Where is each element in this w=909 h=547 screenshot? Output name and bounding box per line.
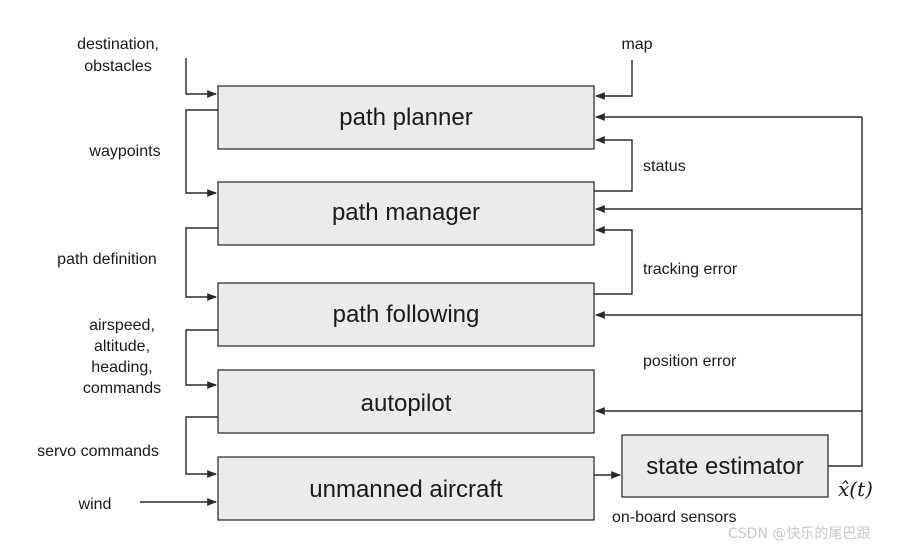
state-estimator-block: state estimator bbox=[621, 434, 829, 498]
waypoints-arrow bbox=[185, 109, 218, 197]
path-planner-block: path planner bbox=[217, 85, 595, 150]
autopilot-block: autopilot bbox=[217, 369, 595, 434]
path-following-label: path following bbox=[333, 301, 480, 328]
path-manager-block: path manager bbox=[217, 181, 595, 246]
map-label: map bbox=[621, 36, 652, 53]
destination-label-line2: obstacles bbox=[84, 58, 152, 75]
onboard-sensors-label: on-board sensors bbox=[612, 509, 737, 526]
tracking-error-arrow bbox=[594, 226, 633, 295]
status-arrow bbox=[594, 136, 633, 192]
position-error-label: position error bbox=[643, 353, 737, 370]
commands-label-line4: commands bbox=[83, 380, 161, 397]
wind-label: wind bbox=[78, 496, 112, 513]
tracking-error-label: tracking error bbox=[643, 261, 738, 278]
commands-label-line1: airspeed, bbox=[89, 317, 155, 334]
state-estimate-label: x̂(t) bbox=[838, 477, 873, 501]
commands-label-line3: heading, bbox=[91, 359, 152, 376]
path-definition-arrow bbox=[185, 227, 218, 301]
waypoints-label: waypoints bbox=[88, 143, 160, 160]
unmanned-aircraft-label: unmanned aircraft bbox=[309, 476, 503, 503]
commands-arrow bbox=[185, 329, 218, 389]
status-label: status bbox=[643, 158, 686, 175]
watermark-text: CSDN @快乐的尾巴跟 bbox=[728, 526, 870, 542]
commands-label-line2: altitude, bbox=[94, 338, 150, 355]
destination-label-line1: destination, bbox=[77, 36, 159, 53]
autopilot-label: autopilot bbox=[361, 390, 452, 417]
destination-arrow bbox=[185, 58, 217, 98]
path-manager-label: path manager bbox=[332, 199, 480, 226]
unmanned-aircraft-block: unmanned aircraft bbox=[217, 456, 595, 521]
state-estimator-label: state estimator bbox=[646, 453, 803, 480]
servo-commands-label: servo commands bbox=[37, 443, 159, 460]
state-feedback-line bbox=[828, 117, 863, 467]
path-following-block: path following bbox=[217, 282, 595, 347]
map-arrow bbox=[595, 60, 633, 100]
path-definition-label: path definition bbox=[57, 251, 157, 268]
servo-commands-arrow bbox=[185, 416, 218, 478]
path-planner-label: path planner bbox=[339, 104, 472, 131]
